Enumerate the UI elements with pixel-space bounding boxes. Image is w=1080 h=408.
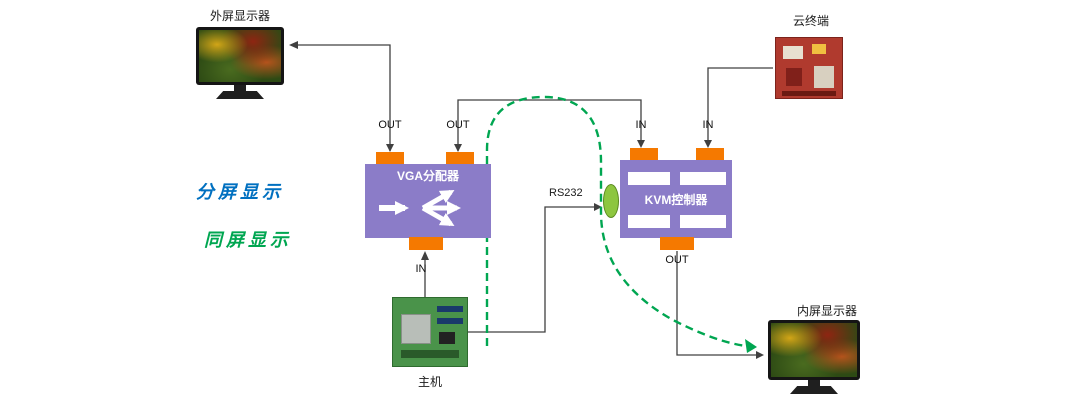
kvm-slot bbox=[680, 215, 726, 228]
wire-vga-to-kvm bbox=[457, 99, 642, 151]
vga-out-left-label: OUT bbox=[378, 119, 402, 131]
split-screen-label: 分屏显示 bbox=[196, 182, 284, 202]
vga-port-out-right bbox=[446, 152, 474, 165]
monitor-frame bbox=[768, 320, 860, 380]
host-device bbox=[392, 297, 468, 367]
kvm-in-right-label: IN bbox=[702, 119, 714, 131]
board-component bbox=[783, 46, 803, 59]
wire-kvm-to-internal-monitor bbox=[676, 251, 760, 356]
kvm-out-label: OUT bbox=[665, 254, 689, 266]
wire-vga-to-external-monitor bbox=[291, 44, 391, 151]
board-component bbox=[814, 66, 834, 88]
vga-in-label: IN bbox=[415, 263, 427, 275]
internal-monitor bbox=[768, 320, 860, 394]
arrowhead-into-external-monitor-icon bbox=[289, 41, 298, 49]
arrowhead-into-internal-monitor-icon bbox=[756, 351, 764, 359]
vga-splitter: VGA分配器 bbox=[365, 164, 491, 238]
kvm-port-in-left bbox=[630, 148, 658, 161]
rs232-label: RS232 bbox=[549, 187, 583, 199]
vga-splitter-label: VGA分配器 bbox=[396, 169, 459, 183]
board-component bbox=[782, 91, 836, 96]
cpu-heatsink bbox=[401, 314, 431, 344]
vga-port-out-left bbox=[376, 152, 404, 165]
kvm-controller: KVM控制器 bbox=[620, 160, 732, 238]
arrowhead-kvm-in-right-icon bbox=[704, 140, 712, 148]
kvm-slot bbox=[628, 215, 670, 228]
split-arrows-icon bbox=[379, 189, 461, 227]
kvm-slot bbox=[680, 172, 726, 185]
board-component bbox=[437, 318, 463, 324]
wire-cloud-to-kvm bbox=[707, 67, 773, 144]
host-label: 主机 bbox=[417, 375, 442, 389]
kvm-port-in-right bbox=[696, 148, 724, 161]
same-screen-arrowhead-icon bbox=[745, 339, 757, 353]
kvm-port-out bbox=[660, 237, 694, 250]
monitor-neck bbox=[808, 380, 820, 386]
rs232-connector bbox=[603, 184, 619, 218]
arrowhead-vga-out-right-icon bbox=[454, 144, 462, 152]
board-component bbox=[786, 68, 802, 86]
vga-out-right-label: OUT bbox=[446, 119, 470, 131]
vga-port-in bbox=[409, 237, 443, 250]
cloud-terminal-label: 云终端 bbox=[793, 14, 830, 28]
monitor-screen bbox=[199, 30, 281, 82]
monitor-base bbox=[216, 91, 264, 99]
monitor-frame bbox=[196, 27, 284, 85]
internal-monitor-label: 内屏显示器 bbox=[797, 304, 858, 318]
same-screen-label: 同屏显示 bbox=[204, 230, 292, 250]
external-monitor bbox=[196, 27, 284, 99]
monitor-neck bbox=[234, 85, 246, 91]
monitor-screen bbox=[771, 323, 857, 377]
cloud-terminal-device bbox=[775, 37, 843, 99]
arrowhead-kvm-in-left-icon bbox=[637, 140, 645, 148]
board-component bbox=[439, 332, 455, 344]
external-monitor-label: 外屏显示器 bbox=[210, 9, 271, 23]
kvm-controller-label: KVM控制器 bbox=[644, 193, 708, 207]
board-component bbox=[437, 306, 463, 312]
monitor-base bbox=[790, 386, 838, 394]
arrowhead-rs232-icon bbox=[594, 203, 602, 211]
arrowhead-vga-in-icon bbox=[421, 251, 429, 260]
arrowhead-vga-out-left-icon bbox=[386, 144, 394, 152]
kvm-slot bbox=[628, 172, 670, 185]
kvm-in-left-label: IN bbox=[635, 119, 647, 131]
board-component bbox=[401, 350, 459, 358]
board-component bbox=[812, 44, 826, 54]
